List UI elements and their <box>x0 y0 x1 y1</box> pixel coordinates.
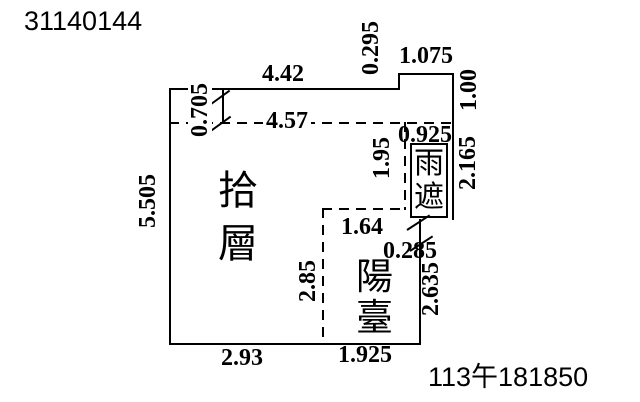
dashed-shelter-left-line <box>404 122 406 210</box>
balcony-label: 陽 臺 <box>356 259 393 337</box>
dim-balcony-right: 2.635 <box>418 262 444 316</box>
outline-balcony-right-edge <box>419 219 421 345</box>
balcony-char1: 陽 <box>356 257 393 298</box>
main-floor-char2: 層 <box>218 221 258 266</box>
timestamp: 113午181850 <box>428 362 589 392</box>
balcony-char2: 臺 <box>356 298 393 339</box>
dim-bottom-balcony: 1.925 <box>338 342 392 368</box>
dim-top-inset: 0.705 <box>187 80 213 140</box>
rain-shelter-box: 雨 遮 <box>410 143 448 218</box>
main-floor-char1: 拾 <box>218 168 258 213</box>
outline-top-edge <box>169 88 400 90</box>
rain-shelter-label-char1: 雨 <box>414 146 444 180</box>
dim-shelter-height: 1.95 <box>369 137 395 179</box>
dim-top-width: 4.42 <box>262 61 304 87</box>
dim-balcony-top: 1.64 <box>341 214 383 240</box>
dim-balcony-left: 2.85 <box>295 260 321 302</box>
main-floor-label: 拾 層 <box>218 171 258 264</box>
outline-left-edge <box>169 88 171 345</box>
outline-parapet-top <box>398 73 454 75</box>
dim-left-height: 5.505 <box>135 174 161 228</box>
rain-shelter-label-char2: 遮 <box>414 180 444 214</box>
dim-interior-width: 4.57 <box>263 109 311 133</box>
outline-parapet-step <box>398 73 400 90</box>
dim-bottom-left: 2.93 <box>221 345 263 371</box>
dim-shelter-width: 0.925 <box>398 122 452 148</box>
extension-line-top-inset <box>222 88 224 122</box>
plan-id: 31140144 <box>24 6 143 36</box>
dim-right-shelter: 2.165 <box>455 136 481 190</box>
dim-shelter-offset: 0.285 <box>383 238 437 264</box>
outline-right-edge <box>452 73 454 220</box>
dim-right-upper: 1.00 <box>456 69 482 111</box>
outline-bottom-edge <box>169 343 421 345</box>
dim-parapet-width: 1.075 <box>399 43 453 69</box>
dashed-balcony-left-line <box>322 208 324 343</box>
dim-parapet-height: 0.295 <box>358 21 384 75</box>
dashed-balcony-top-line <box>322 208 406 210</box>
